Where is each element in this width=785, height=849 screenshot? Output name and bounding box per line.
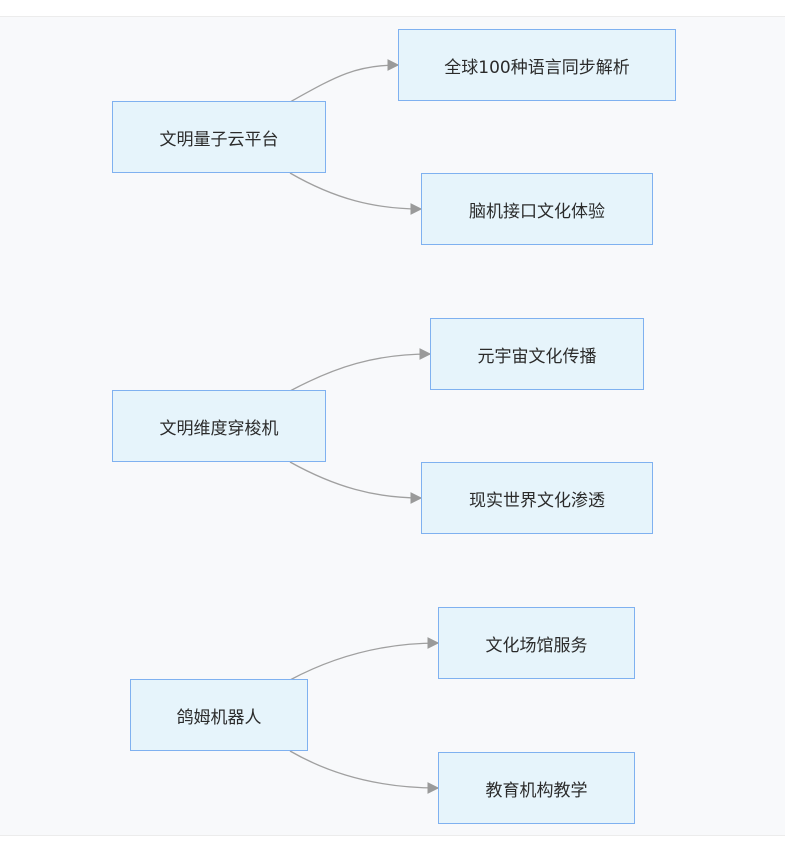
child-node-3a: 文化场馆服务 bbox=[438, 607, 635, 679]
edge-g2-c0 bbox=[289, 637, 440, 681]
child-node-2a: 元宇宙文化传播 bbox=[430, 318, 644, 390]
root-node-1-label: 文明量子云平台 bbox=[159, 129, 279, 150]
child-node-1b-label: 脑机接口文化体验 bbox=[469, 201, 605, 222]
root-node-1: 文明量子云平台 bbox=[112, 101, 326, 173]
child-node-3b-label: 教育机构教学 bbox=[485, 780, 588, 801]
root-node-3: 鸽姆机器人 bbox=[130, 679, 308, 751]
child-node-2b: 现实世界文化渗透 bbox=[421, 462, 653, 534]
child-node-3a-label: 文化场馆服务 bbox=[485, 635, 588, 656]
diagram-canvas: 文明量子云平台 全球100种语言同步解析 脑机接口文化体验 文明维度穿梭机 元宇… bbox=[0, 16, 785, 836]
edge-g0-c0 bbox=[289, 59, 400, 103]
child-node-2a-label: 元宇宙文化传播 bbox=[477, 346, 597, 367]
edge-g1-c1 bbox=[289, 461, 423, 504]
root-node-3-label: 鸽姆机器人 bbox=[176, 707, 262, 728]
root-node-2-label: 文明维度穿梭机 bbox=[159, 418, 279, 439]
child-node-2b-label: 现实世界文化渗透 bbox=[469, 490, 605, 511]
edge-g2-c1 bbox=[289, 750, 440, 794]
root-node-2: 文明维度穿梭机 bbox=[112, 390, 326, 462]
child-node-1a-label: 全球100种语言同步解析 bbox=[444, 57, 630, 78]
edges-layer bbox=[289, 59, 440, 794]
edge-g0-c1 bbox=[289, 172, 423, 215]
edge-g1-c0 bbox=[289, 348, 432, 392]
child-node-1b: 脑机接口文化体验 bbox=[421, 173, 653, 245]
child-node-1a: 全球100种语言同步解析 bbox=[398, 29, 676, 101]
child-node-3b: 教育机构教学 bbox=[438, 752, 635, 824]
